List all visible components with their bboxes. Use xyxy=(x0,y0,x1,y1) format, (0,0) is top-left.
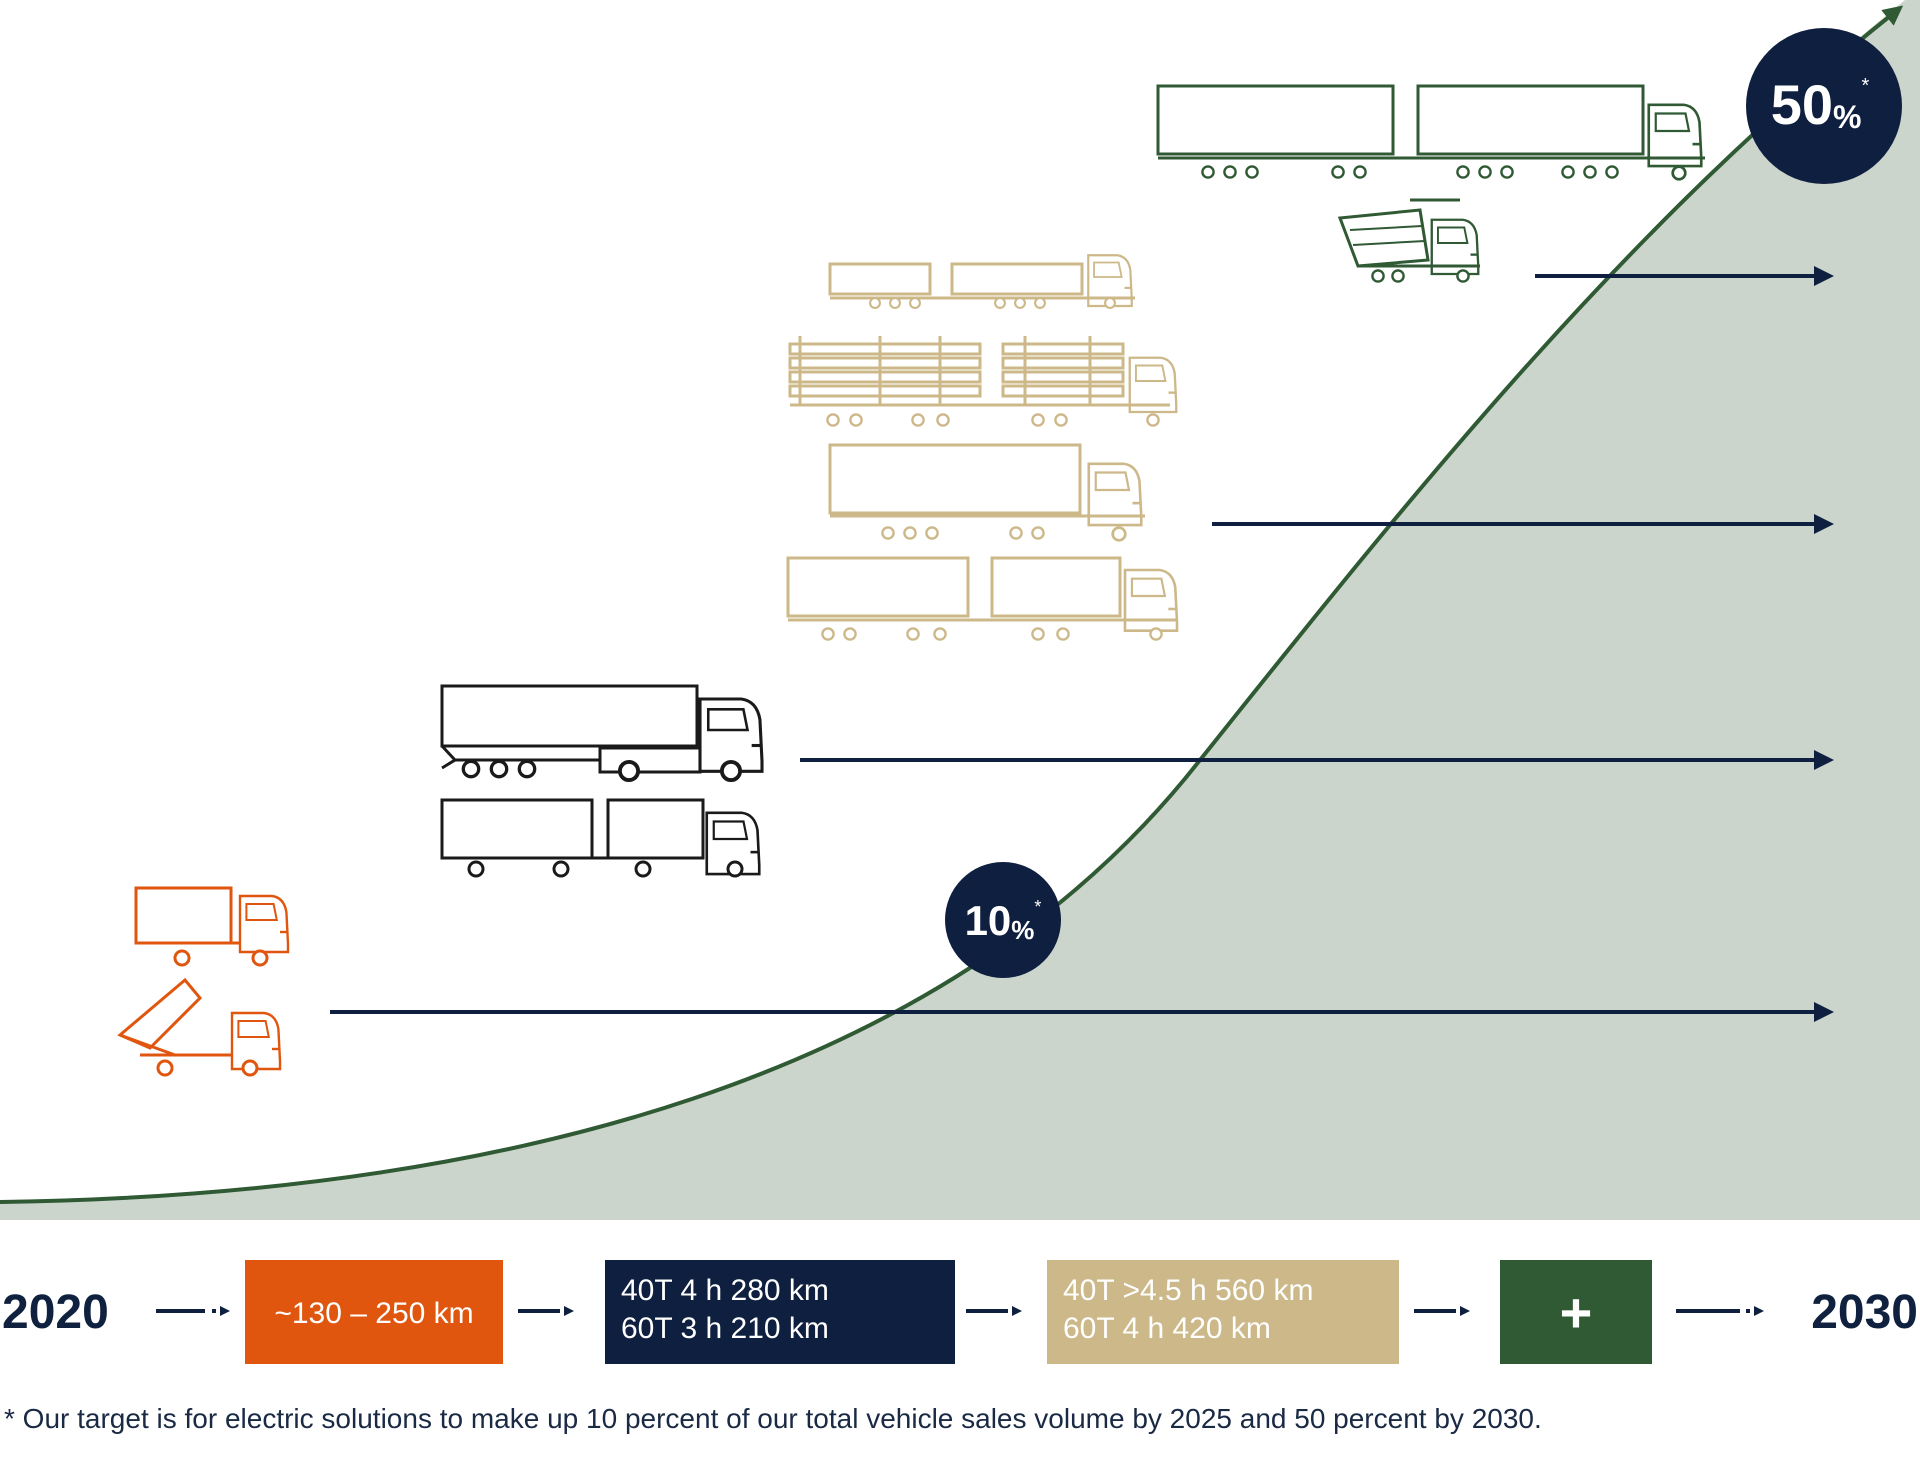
timeline-box-4 xyxy=(1500,1260,1652,1364)
timeline-box-2 xyxy=(605,1260,955,1364)
milestone-10-mark: * xyxy=(1034,897,1041,917)
milestone-10-value: 10 xyxy=(965,897,1012,944)
svg-text:10%*: 10%* xyxy=(965,897,1042,945)
tan-trucks-icon xyxy=(786,254,1179,641)
timeline-box-2-line-1: 40T 4 h 280 km xyxy=(621,1274,829,1307)
adoption-curve xyxy=(0,5,1904,1204)
black-trucks-icon xyxy=(440,684,764,878)
green-trucks-icon xyxy=(1156,84,1705,283)
milestone-50-mark: * xyxy=(1861,75,1869,97)
milestone-50-value: 50 xyxy=(1771,73,1833,136)
timeline-box-3 xyxy=(1047,1260,1399,1364)
timeline-box-2-line-2: 60T 3 h 210 km xyxy=(621,1312,829,1345)
milestone-10-percent: 10%* xyxy=(945,862,1061,978)
svg-text:50%*: 50%* xyxy=(1771,73,1870,136)
start-year: 2020 xyxy=(2,1286,109,1339)
timeline-box-1-line-1: ~130 – 250 km xyxy=(274,1297,473,1330)
milestone-50-percent: 50%* xyxy=(1746,28,1902,184)
timeline-box-3-line-2: 60T 4 h 420 km xyxy=(1063,1312,1271,1345)
timeline-boxes: ~130 – 250 km 40T 4 h 280 km 60T 3 h 210 k… xyxy=(245,1260,1652,1364)
footnote: * Our target is for electric solutions t… xyxy=(4,1403,1542,1434)
timeline-connectors xyxy=(156,1306,1764,1316)
adoption-area xyxy=(0,0,1920,1220)
end-year: 2030 xyxy=(1811,1286,1918,1339)
timeline-box-3-line-1: 40T >4.5 h 560 km xyxy=(1063,1274,1313,1307)
timeline-box-4-line-1: + xyxy=(1560,1281,1593,1344)
milestone-10-unit: % xyxy=(1011,915,1034,945)
orange-trucks-icon xyxy=(117,886,290,1077)
milestone-50-unit: % xyxy=(1833,99,1861,135)
timeline-box-1 xyxy=(245,1260,503,1364)
